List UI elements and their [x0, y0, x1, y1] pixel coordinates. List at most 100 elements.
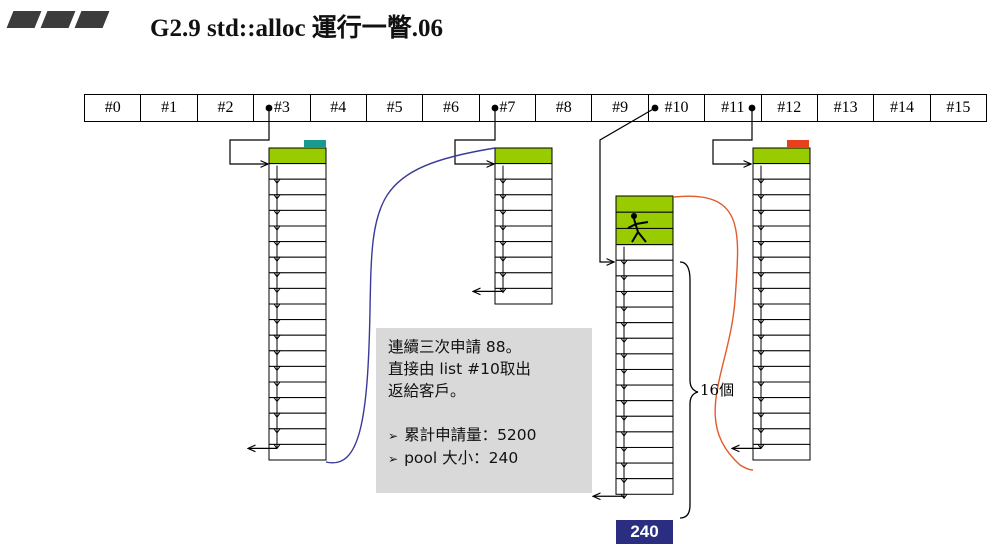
allocated-block	[615, 195, 674, 213]
note-bullet-pool-size: pool 大小：240	[388, 447, 580, 470]
free-list-slot: #8	[535, 95, 591, 121]
memory-block	[268, 241, 327, 258]
list-head-pointer	[229, 108, 270, 164]
memory-block	[615, 259, 674, 277]
note-line: 直接由 list #10取出	[388, 360, 531, 378]
memory-block	[268, 209, 327, 227]
memory-block	[752, 287, 811, 305]
free-list-slot: #10	[647, 95, 704, 121]
memory-block	[752, 319, 811, 336]
memory-block	[494, 178, 553, 196]
memory-block	[752, 178, 811, 196]
allocated-block	[615, 227, 674, 246]
memory-block	[752, 225, 811, 243]
allocated-block	[615, 211, 674, 229]
memory-block	[494, 194, 553, 211]
memory-block	[615, 244, 674, 261]
free-list-slot: #0	[104, 99, 121, 116]
memory-block	[615, 446, 674, 464]
memory-block	[268, 428, 327, 445]
memory-block	[615, 368, 674, 386]
memory-block	[268, 194, 327, 211]
memory-block	[615, 275, 674, 292]
memory-block	[494, 241, 553, 258]
memory-block	[268, 178, 327, 196]
memory-block	[494, 256, 553, 274]
free-list-slot: #5	[365, 95, 422, 121]
note-line: 連續三次申請 88。	[388, 338, 522, 356]
free-list-slot: #7	[478, 95, 535, 121]
memory-block	[752, 209, 811, 227]
memory-block	[752, 163, 811, 180]
memory-block	[615, 337, 674, 355]
pool-start-marker	[304, 140, 326, 148]
memory-block	[752, 147, 811, 165]
memory-block	[268, 287, 327, 305]
memory-block	[752, 443, 811, 461]
memory-block	[494, 147, 553, 165]
free-list-slot: #15	[929, 95, 986, 121]
pool-end-marker	[787, 140, 809, 148]
memory-block	[268, 272, 327, 289]
memory-block	[268, 319, 327, 336]
memory-block	[752, 303, 811, 321]
memory-block	[615, 400, 674, 417]
memory-block	[615, 290, 674, 308]
note-line: 返給客戶。	[388, 382, 466, 400]
free-list-slot: #4	[309, 95, 366, 121]
memory-block	[268, 256, 327, 274]
memory-block	[752, 241, 811, 258]
memory-block	[494, 209, 553, 227]
memory-block	[752, 397, 811, 414]
note-bullet-total-requested: 累計申請量：5200	[388, 424, 580, 447]
memory-block	[268, 147, 327, 165]
memory-block	[268, 365, 327, 383]
memory-block	[752, 334, 811, 352]
free-list-slot: #11	[704, 95, 760, 121]
memory-block	[268, 225, 327, 243]
memory-block	[752, 350, 811, 367]
free-list-slot: #3	[253, 95, 309, 121]
memory-block	[494, 287, 553, 305]
customer-icon	[627, 218, 649, 243]
memory-block	[268, 397, 327, 414]
list-head-pointer	[712, 108, 753, 164]
memory-block	[752, 412, 811, 430]
page-title: G2.9 std::alloc 運行一瞥.06	[150, 15, 444, 42]
memory-block	[752, 194, 811, 211]
memory-block	[615, 415, 674, 433]
chunk-boundary-curve	[673, 195, 754, 471]
memory-block	[615, 322, 674, 339]
free-list-slot: #1	[140, 95, 196, 121]
free-list-slot: #14	[873, 95, 929, 121]
memory-block	[494, 272, 553, 289]
memory-block	[752, 272, 811, 289]
memory-block	[615, 431, 674, 448]
memory-block	[268, 350, 327, 367]
memory-block	[268, 443, 327, 461]
memory-block	[615, 462, 674, 480]
memory-block	[268, 303, 327, 321]
memory-block	[268, 381, 327, 399]
block-count-label: 16個	[700, 381, 735, 399]
memory-block	[752, 256, 811, 274]
memory-block	[615, 384, 674, 402]
next-pointer-arrow	[499, 288, 507, 294]
chunk-boundary-curve	[325, 147, 496, 464]
memory-block	[615, 353, 674, 370]
customer-icon	[631, 213, 637, 219]
free-list-slot: #9	[591, 95, 647, 121]
free-list-slot: #6	[422, 95, 478, 121]
free-list-slot: #12	[760, 95, 817, 121]
memory-block	[752, 428, 811, 445]
memory-pool-size-badge: 240	[616, 520, 673, 544]
memory-block	[752, 365, 811, 383]
list-head-pointer	[599, 107, 656, 262]
free-list-slot: #2	[196, 95, 253, 121]
memory-block	[494, 225, 553, 243]
memory-block	[615, 478, 674, 495]
free-list-slot: #13	[816, 95, 873, 121]
memory-block	[268, 163, 327, 180]
free-list-array: #0 #1#2#3#4#5#6#7#8#9#10#11#12#13#14#15	[84, 94, 987, 122]
